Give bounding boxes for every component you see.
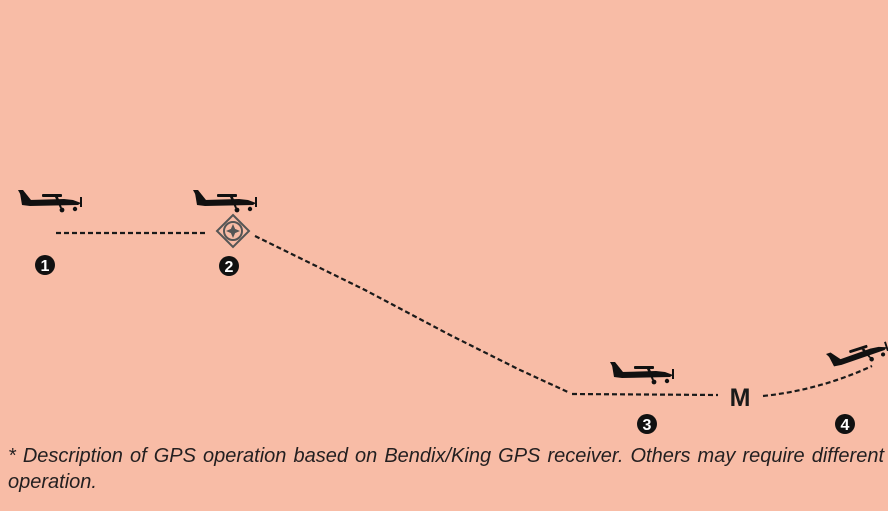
flight-path-segment-level-2 (571, 392, 719, 397)
caption-text: * Description of GPS operation based on … (8, 445, 884, 493)
flight-path-segment-missed-approach (762, 365, 873, 398)
step-marker-3: 3 (637, 414, 657, 434)
step-marker-1: 1 (35, 255, 55, 275)
step-marker-label: 4 (841, 417, 850, 434)
step-marker-4: 4 (835, 414, 855, 434)
step-marker-label: 3 (643, 417, 652, 434)
step-marker-label: 2 (225, 259, 234, 276)
step-marker-2: 2 (219, 256, 239, 276)
step-marker-label: 1 (41, 258, 50, 275)
gps-waypoint-icon (215, 213, 251, 249)
missed-approach-point-label: M (730, 384, 751, 412)
flight-path-segment-descent (254, 235, 571, 394)
